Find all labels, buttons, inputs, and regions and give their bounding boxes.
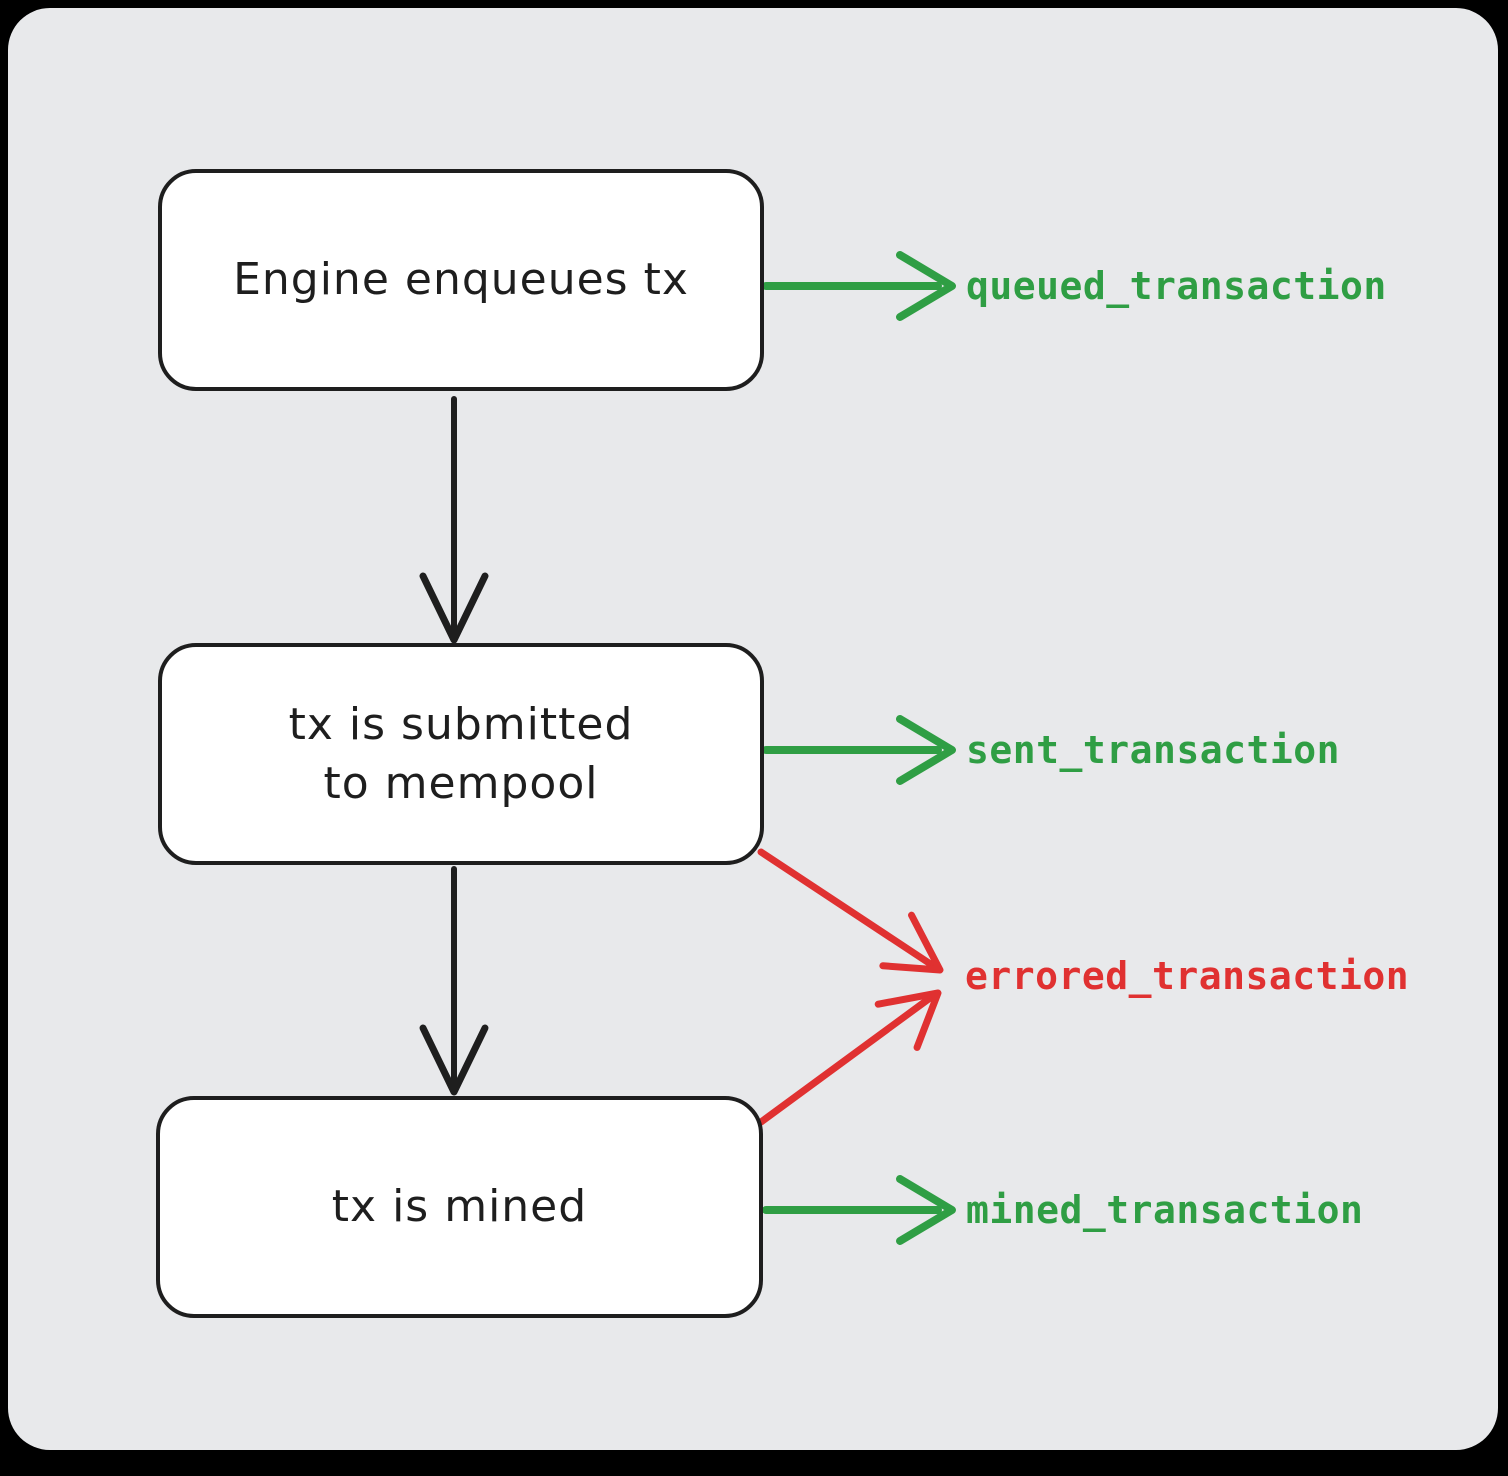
node-engine-enqueues-tx: Engine enqueues tx bbox=[158, 169, 764, 391]
edge-mined-to-mined-event-arrowhead-icon bbox=[896, 1175, 956, 1245]
edge-mined-to-errored-arrowhead-icon bbox=[874, 989, 942, 1051]
node-tx-is-mined-label: tx is mined bbox=[331, 1181, 588, 1233]
event-label-errored-transaction: errored_transaction bbox=[965, 954, 1410, 998]
event-label-queued-transaction: queued_transaction bbox=[966, 264, 1387, 308]
edge-engine-to-mempool-arrowhead-icon bbox=[419, 572, 489, 644]
edge-mempool-to-sent-arrowhead-icon bbox=[896, 715, 956, 785]
node-engine-enqueues-tx-label: Engine enqueues tx bbox=[233, 254, 689, 306]
node-tx-submitted-to-mempool-label: tx is submitted to mempool bbox=[288, 698, 634, 809]
node-tx-submitted-to-mempool: tx is submitted to mempool bbox=[158, 643, 764, 865]
diagram-canvas: Engine enqueues tx tx is submitted to me… bbox=[8, 8, 1498, 1450]
event-label-sent-transaction: sent_transaction bbox=[966, 728, 1341, 772]
edge-mempool-to-errored bbox=[757, 848, 936, 969]
edge-mined-to-errored bbox=[757, 994, 934, 1126]
edge-mempool-to-errored-arrowhead-icon bbox=[879, 911, 944, 974]
node-tx-is-mined: tx is mined bbox=[156, 1096, 763, 1318]
edge-engine-to-queued-arrowhead-icon bbox=[896, 251, 956, 321]
edge-mempool-to-mined-arrowhead-icon bbox=[419, 1024, 489, 1096]
event-label-mined-transaction: mined_transaction bbox=[966, 1188, 1364, 1232]
